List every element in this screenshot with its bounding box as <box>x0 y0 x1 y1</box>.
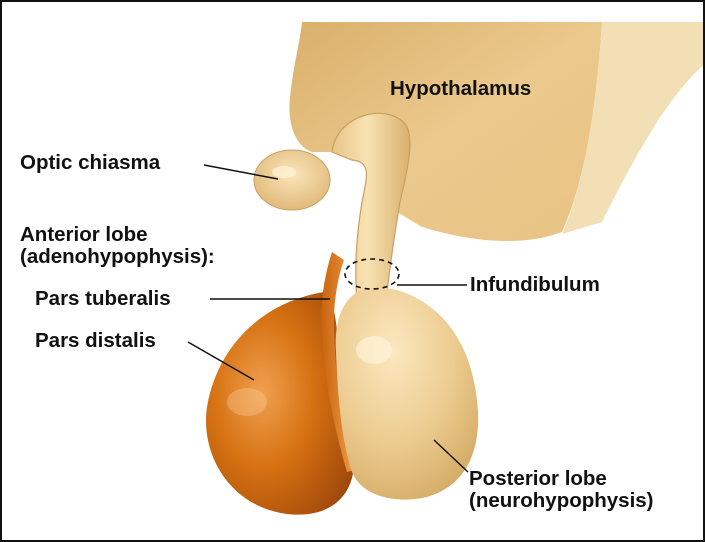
label-anterior-lobe: Anterior lobe (adenohypophysis): <box>20 224 215 268</box>
distalis-highlight <box>227 388 267 416</box>
label-posterior-lobe: Posterior lobe (neurohypophysis) <box>469 468 654 512</box>
label-infundibulum: Infundibulum <box>470 274 600 296</box>
label-pars-distalis: Pars distalis <box>35 330 156 352</box>
label-posterior-lobe-line1: Posterior lobe <box>469 468 654 490</box>
label-pars-tuberalis: Pars tuberalis <box>35 288 171 310</box>
label-posterior-lobe-line2: (neurohypophysis) <box>469 490 654 512</box>
posterior-highlight <box>356 336 392 364</box>
label-anterior-lobe-line2: (adenohypophysis): <box>20 246 215 268</box>
posterior-lobe-shape <box>336 288 478 500</box>
infundibulum-stalk <box>332 113 410 302</box>
chiasma-highlight <box>272 166 296 178</box>
hypothalamus-tissue <box>289 22 602 241</box>
label-anterior-lobe-line1: Anterior lobe <box>20 224 215 246</box>
optic-chiasma-shape <box>254 150 330 210</box>
label-optic-chiasma: Optic chiasma <box>20 152 160 174</box>
label-hypothalamus: Hypothalamus <box>390 78 531 100</box>
